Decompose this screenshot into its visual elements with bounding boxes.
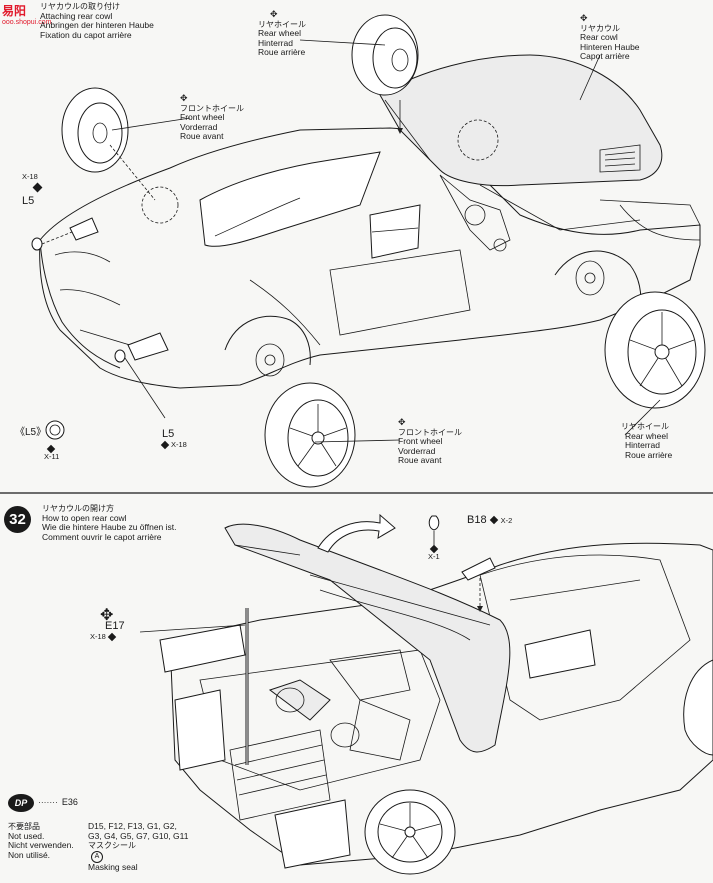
b18-part: [428, 515, 496, 612]
step31-title-jp: リヤカウルの取り付け: [40, 2, 120, 11]
front-wheel-top-drawing: [61, 87, 179, 224]
part-e17: E17 X-18: [90, 620, 125, 641]
label-rear-wheel-top: ✥ リヤホイール Rear wheel Hinterrad Roue arriè…: [258, 9, 306, 57]
step31-title-en: Attaching rear cowl: [40, 10, 113, 21]
car-body-bottom: [159, 542, 713, 875]
skull-icon: ✥: [100, 607, 114, 624]
part-l5-callout-sub: X-11: [44, 444, 59, 461]
skull-icon: ✥: [580, 13, 588, 23]
step32-title: リヤカウルの開け方 How to open rear cowl Wie die …: [42, 504, 177, 542]
part-l5-left: X-18 L5: [22, 172, 43, 207]
step32-title-de: Wie die hintere Haube zu öffnen ist.: [42, 522, 177, 532]
skull-icon: ✥: [270, 9, 278, 19]
dp-reference: DP ······· E36: [8, 794, 78, 812]
masking-seal-icon: A: [91, 850, 103, 863]
step32-title-en: How to open rear cowl: [42, 512, 127, 523]
front-wheel-bottom-drawing: [255, 343, 356, 488]
step32-title-jp: リヤカウルの開け方: [42, 504, 114, 513]
rear-wheel-bottom-drawing: [575, 260, 706, 409]
part-b18-sub: X-1: [428, 544, 440, 561]
screw-icon: [107, 632, 117, 641]
screw-icon: [489, 515, 498, 525]
rear-cowl-shape: [379, 54, 663, 187]
step31-title-fr: Fixation du capot arrière: [40, 29, 132, 40]
step32-title-fr: Comment ouvrir le capot arrière: [42, 531, 162, 542]
open-rear-cowl: [224, 523, 511, 753]
watermark-logo: 易阳 ooo.shopui.com: [2, 4, 52, 26]
skull-icon: ✥: [180, 93, 188, 103]
label-front-wheel-top: ✥ フロントホイール Front wheel Vorderrad Roue av…: [180, 93, 244, 141]
rear-wheel-top-drawing: [351, 14, 419, 134]
l5-parts: [31, 231, 166, 440]
step-number-badge: 32: [4, 506, 31, 533]
screw-icon: [160, 440, 170, 449]
label-front-wheel-bottom: ✥ フロントホイール Front wheel Vorderrad Roue av…: [398, 417, 462, 465]
skull-icon: ✥: [398, 417, 406, 427]
part-l5-bottom: L5 X-18: [160, 428, 187, 449]
e17-stay: [139, 608, 249, 765]
rotate-arrow: [317, 513, 396, 553]
unused-parts-list: D15, F12, F13, G1, G2, G3, G4, G5, G7, G…: [88, 821, 189, 872]
unused-parts-label: 不要部品 Not used. Nicht verwenden. Non util…: [8, 822, 74, 860]
leader-lines: [111, 39, 661, 443]
dp-badge: DP: [8, 794, 34, 812]
part-l5-callout: 《L5》: [15, 427, 47, 438]
car-body-top: [39, 127, 701, 389]
step31-title: リヤカウルの取り付け Attaching rear cowl Anbringen…: [40, 2, 154, 40]
screw-icon: [32, 182, 43, 193]
label-rear-cowl: ✥ リヤカウル Rear cowl Hinteren Haube Capot a…: [580, 13, 640, 61]
step31-title-de: Anbringen der hinteren Haube: [40, 20, 154, 30]
label-rear-wheel-bottom: リヤホイール Rear wheel Hinterrad Roue arrière: [621, 422, 673, 460]
part-b18: B18 X-2: [467, 514, 513, 526]
